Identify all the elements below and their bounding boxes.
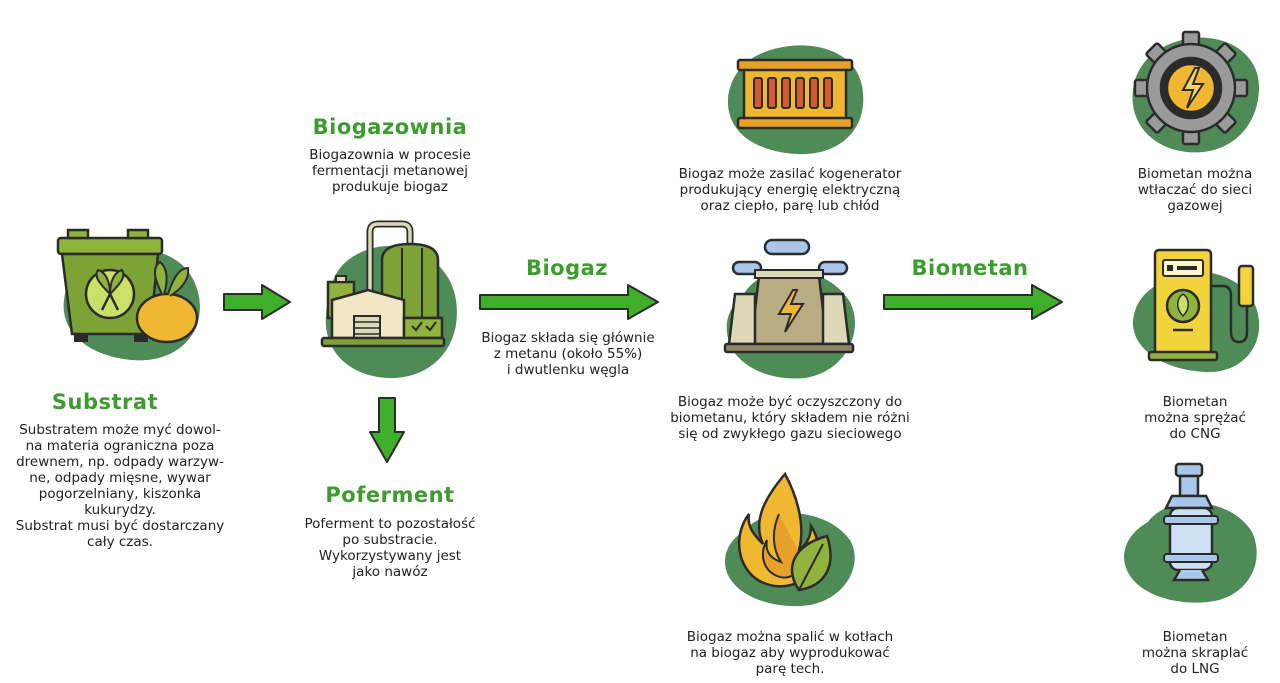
arrow-biogaz-to-biometan — [883, 284, 1063, 320]
poferment-title: Poferment — [325, 483, 455, 507]
poferment-description: Poferment to pozostałość po substracie. … — [304, 516, 476, 580]
gas-cylinder-icon — [1124, 462, 1257, 603]
power-plant-icon — [723, 238, 855, 379]
lng-description: Biometan można skraplać do LNG — [1141, 629, 1249, 677]
arrow-substrat-to-biogazownia — [223, 284, 291, 320]
boiler-description: Biogaz można spalić w kotłach na biogaz … — [686, 629, 894, 677]
fuel-pump-icon — [1132, 248, 1260, 373]
cogen-description: Biogaz może zasilać kogenerator produkuj… — [678, 166, 902, 214]
biogazownia-description: Biogazownia w procesie fermentacji metan… — [309, 147, 471, 195]
cng-description: Biometan można sprężać do CNG — [1144, 394, 1246, 442]
flame-leaf-icon — [725, 471, 855, 607]
substrat-description: Substratem może myć dowol- na materia og… — [15, 422, 225, 550]
cogenerator-icon — [727, 45, 864, 155]
waste-bin-with-vegetables-icon — [56, 228, 200, 361]
substrat-title: Substrat — [51, 390, 159, 414]
arrow-down-to-poferment — [369, 397, 405, 463]
gear-energy-icon — [1132, 30, 1260, 153]
purification-description: Biogaz może być oczyszczony do biometanu… — [670, 394, 910, 442]
biogas-plant-icon — [320, 220, 457, 379]
biogaz-title: Biogaz — [525, 256, 609, 280]
biogazownia-title: Biogazownia — [312, 115, 468, 139]
biogaz-description: Biogaz składa się głównie z metanu (okoł… — [481, 330, 655, 378]
grid-description: Biometan można wtłaczać do sieci gazowej — [1137, 166, 1253, 214]
biometan-title: Biometan — [911, 256, 1029, 280]
arrow-biogazownia-to-biogaz — [479, 284, 659, 320]
